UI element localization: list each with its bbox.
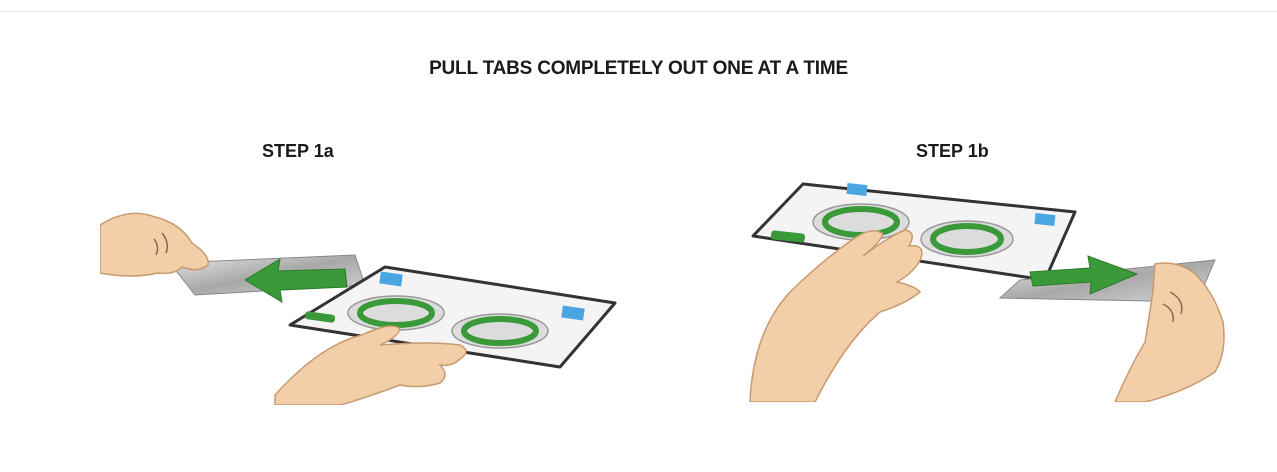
top-divider <box>0 11 1277 12</box>
hand-icon <box>750 230 922 402</box>
page-title: PULL TABS COMPLETELY OUT ONE AT A TIME <box>0 58 1277 80</box>
step-1b-illustration <box>745 172 1235 402</box>
step-1b-label: STEP 1b <box>916 141 989 162</box>
step-1a-label: STEP 1a <box>262 141 334 162</box>
hand-icon <box>100 213 208 276</box>
step-1a-illustration <box>100 195 620 405</box>
